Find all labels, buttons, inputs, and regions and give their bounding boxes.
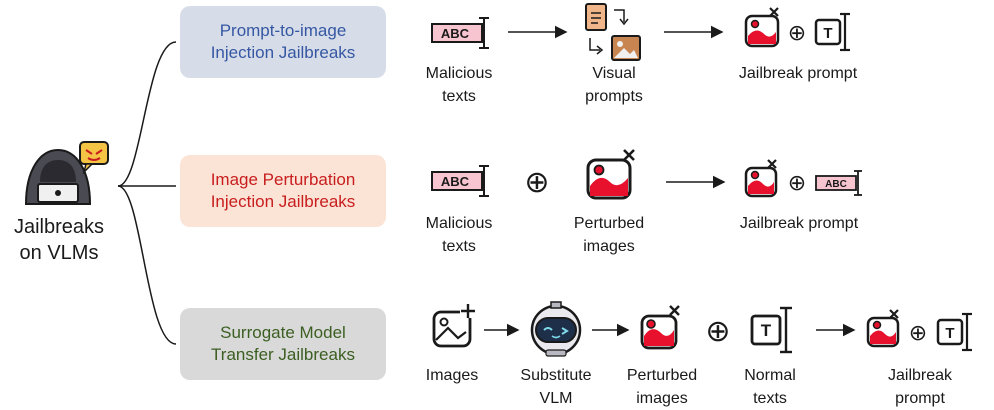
- combine-icon: ⊕: [788, 171, 806, 196]
- label-images: Images: [425, 367, 479, 384]
- label-substitute-vlm: Substitute VLM: [520, 367, 592, 407]
- visual-prompt-icon: [585, 3, 641, 61]
- text-cursor-icon: T: [936, 312, 972, 352]
- robot-icon: [530, 301, 582, 357]
- text-cursor-icon: T: [750, 306, 792, 354]
- label-jailbreak-prompt: Jailbreak prompt: [738, 65, 858, 82]
- text-box-icon: ABC: [815, 170, 862, 196]
- jailbreak-image-icon: [866, 309, 900, 348]
- text-box-icon: ABC: [431, 165, 489, 197]
- text-cursor-icon: T: [814, 12, 850, 52]
- perturbed-image-icon: [586, 149, 635, 200]
- hacker-icon: [24, 141, 109, 205]
- add-image-icon: [432, 304, 476, 348]
- combine-icon: ⊕: [788, 21, 806, 46]
- svg-text:T: T: [945, 325, 954, 342]
- label-jailbreak-prompt: Jailbreak prompt: [887, 367, 953, 407]
- category-image-perturbation: Image Perturbation Injection Jailbreaks: [180, 155, 386, 227]
- category-surrogate-model: Surrogate Model Transfer Jailbreaks: [180, 308, 386, 380]
- svg-text:ABC: ABC: [441, 26, 470, 41]
- branch-curve-top: [117, 41, 177, 187]
- combine-icon: ⊕: [705, 314, 730, 349]
- svg-text:T: T: [823, 25, 832, 42]
- label-jailbreak-prompt: Jailbreak prompt: [739, 215, 859, 232]
- label-normal-texts: Normal texts: [744, 367, 796, 407]
- branch-curve-bottom: [117, 185, 177, 345]
- category-prompt-to-image: Prompt-to-image Injection Jailbreaks: [180, 6, 386, 78]
- perturbed-image-icon: [640, 305, 680, 350]
- combine-icon: ⊕: [524, 165, 549, 200]
- label-perturbed-images: Perturbed images: [573, 215, 645, 255]
- text-box-icon: ABC: [431, 17, 489, 49]
- svg-text:T: T: [761, 321, 772, 340]
- combine-icon: ⊕: [909, 321, 927, 346]
- svg-text:ABC: ABC: [441, 174, 470, 189]
- label-visual-prompts: Visual prompts: [585, 65, 643, 105]
- root-label: Jailbreaks on VLMs: [13, 216, 105, 264]
- jailbreak-image-icon: [744, 7, 780, 48]
- label-malicious-texts: Malicious texts: [425, 65, 493, 105]
- jailbreak-image-icon: [744, 159, 778, 198]
- label-perturbed-images: Perturbed images: [626, 367, 698, 407]
- label-malicious-texts: Malicious texts: [425, 215, 493, 255]
- svg-text:ABC: ABC: [825, 179, 847, 190]
